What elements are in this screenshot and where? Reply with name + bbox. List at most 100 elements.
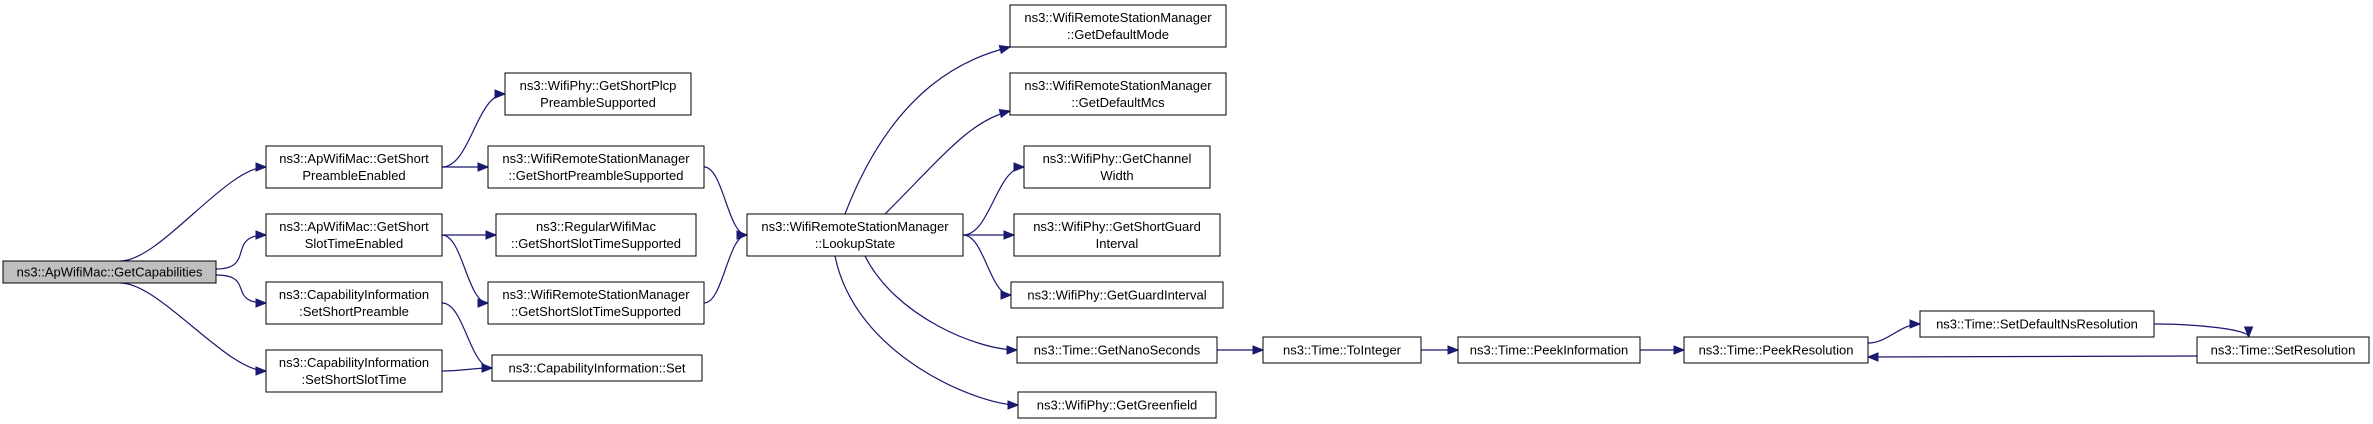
- node-setdef[interactable]: ns3::Time::SetDefaultNsResolution: [1919, 310, 2155, 338]
- node-box: [2196, 336, 2370, 364]
- node-setres[interactable]: ns3::Time::SetResolution: [2196, 336, 2370, 364]
- node-gns[interactable]: ns3::Time::GetNanoSeconds: [1016, 336, 1218, 364]
- node-label: ns3::WifiPhy::GetGuardInterval: [1027, 288, 1206, 303]
- node-label: :SetShortSlotTime: [301, 372, 406, 387]
- node-cissp[interactable]: ns3::CapabilityInformation:SetShortPream…: [265, 281, 443, 325]
- node-box: [1016, 336, 1218, 364]
- arrow-head: [736, 230, 749, 240]
- arrow-head: [1673, 345, 1686, 355]
- arrow-head: [2243, 326, 2254, 339]
- node-label: ns3::ApWifiMac::GetCapabilities: [17, 265, 203, 280]
- node-box: [2, 260, 217, 284]
- node-label: SlotTimeEnabled: [305, 236, 404, 251]
- arrow-head: [1007, 400, 1020, 410]
- edge-lookup-to-gns: [864, 255, 1018, 351]
- node-label: ns3::RegularWifiMac: [536, 219, 656, 234]
- node-box: [1009, 72, 1227, 116]
- node-label: ns3::WifiPhy::GetShortGuard: [1033, 219, 1201, 234]
- node-label: PreambleSupported: [540, 95, 656, 110]
- edge-setdef-to-setres: [2153, 323, 2250, 338]
- node-box: [1262, 336, 1422, 364]
- node-wrsmgssts[interactable]: ns3::WifiRemoteStationManager::GetShortS…: [487, 281, 705, 325]
- node-label: ns3::Time::ToInteger: [1283, 343, 1402, 358]
- node-peekres[interactable]: ns3::Time::PeekResolution: [1683, 336, 1869, 364]
- edge-root-to-gsste: [215, 234, 267, 270]
- node-ggi[interactable]: ns3::WifiPhy::GetGuardInterval: [1010, 281, 1224, 309]
- node-gdmcs[interactable]: ns3::WifiRemoteStationManager::GetDefaul…: [1009, 72, 1227, 116]
- arrow-head: [1252, 345, 1265, 355]
- arrow-head: [1013, 162, 1026, 172]
- arrow-head: [255, 298, 268, 308]
- edge-gsste-to-wrsmgssts: [441, 234, 489, 304]
- edge-root-to-cisss: [120, 282, 267, 372]
- arrow-head: [998, 44, 1012, 55]
- edge-lookup-to-ggf: [834, 255, 1019, 406]
- node-box: [746, 213, 964, 257]
- node-label: ns3::WifiPhy::GetChannel: [1043, 151, 1192, 166]
- node-label: ns3::CapabilityInformation: [279, 287, 429, 302]
- arrow-head: [1909, 319, 1922, 329]
- node-label: ::LookupState: [815, 236, 895, 251]
- arrow-head: [1447, 345, 1460, 355]
- node-box: [504, 72, 692, 116]
- node-box: [491, 354, 703, 382]
- edge-root-to-gspe: [120, 166, 267, 262]
- node-box: [265, 145, 443, 189]
- edge-root-to-cissp: [215, 274, 267, 304]
- node-label: PreambleEnabled: [302, 168, 405, 183]
- node-label: :SetShortPreamble: [299, 304, 409, 319]
- node-label: ns3::Time::GetNanoSeconds: [1034, 343, 1201, 358]
- node-label: ::GetShortPreambleSupported: [509, 168, 684, 183]
- node-wrsmgsps[interactable]: ns3::WifiRemoteStationManager::GetShortP…: [487, 145, 705, 189]
- arrow-head: [255, 366, 268, 376]
- node-box: [1919, 310, 2155, 338]
- node-lookup[interactable]: ns3::WifiRemoteStationManager::LookupSta…: [746, 213, 964, 257]
- edge-wrsmgsps-to-lookup: [703, 166, 748, 236]
- node-label: ::GetDefaultMcs: [1071, 95, 1165, 110]
- node-gdmode[interactable]: ns3::WifiRemoteStationManager::GetDefaul…: [1009, 4, 1227, 48]
- node-box: [487, 145, 705, 189]
- arrow-head: [1006, 345, 1019, 355]
- node-label: ::GetShortSlotTimeSupported: [511, 304, 681, 319]
- arrow-head: [481, 363, 494, 373]
- edge-lookup-to-gdmode: [844, 46, 1011, 215]
- node-label: ::GetDefaultMode: [1067, 27, 1169, 42]
- call-edges: [120, 44, 2254, 410]
- arrow-head: [998, 108, 1012, 119]
- node-label: Width: [1100, 168, 1133, 183]
- node-box: [1013, 213, 1221, 257]
- node-label: ns3::Time::SetDefaultNsResolution: [1936, 317, 2138, 332]
- node-ggf[interactable]: ns3::WifiPhy::GetGreenfield: [1017, 391, 1217, 419]
- arrow-head: [1000, 290, 1013, 300]
- node-rwmgssts[interactable]: ns3::RegularWifiMac::GetShortSlotTimeSup…: [495, 213, 697, 257]
- node-box: [1010, 281, 1224, 309]
- arrow-head: [1003, 230, 1016, 240]
- arrow-head: [255, 230, 268, 240]
- node-label: ns3::WifiRemoteStationManager: [502, 151, 690, 166]
- node-peekinfo[interactable]: ns3::Time::PeekInformation: [1457, 336, 1641, 364]
- edge-cissp-to-ciset: [441, 302, 493, 369]
- edge-lookup-to-gdmcs: [884, 110, 1011, 215]
- arrow-head: [477, 162, 490, 172]
- node-box: [1009, 4, 1227, 48]
- node-box: [265, 281, 443, 325]
- node-box: [1457, 336, 1641, 364]
- node-label: ns3::WifiRemoteStationManager: [1024, 78, 1212, 93]
- edge-setres-to-peekres: [1867, 355, 2198, 358]
- node-label: ns3::WifiPhy::GetGreenfield: [1037, 398, 1197, 413]
- node-cisss[interactable]: ns3::CapabilityInformation:SetShortSlotT…: [265, 349, 443, 393]
- node-ciset[interactable]: ns3::CapabilityInformation::Set: [491, 354, 703, 382]
- node-box: [1017, 391, 1217, 419]
- node-wpgspps[interactable]: ns3::WifiPhy::GetShortPlcpPreambleSuppor…: [504, 72, 692, 116]
- node-root[interactable]: ns3::ApWifiMac::GetCapabilities: [2, 260, 217, 284]
- node-box: [495, 213, 697, 257]
- node-label: ns3::CapabilityInformation::Set: [508, 361, 685, 376]
- edge-wrsmgssts-to-lookup: [703, 234, 748, 304]
- node-label: ::GetShortSlotTimeSupported: [511, 236, 681, 251]
- node-label: ns3::WifiRemoteStationManager: [761, 219, 949, 234]
- node-toint[interactable]: ns3::Time::ToInteger: [1262, 336, 1422, 364]
